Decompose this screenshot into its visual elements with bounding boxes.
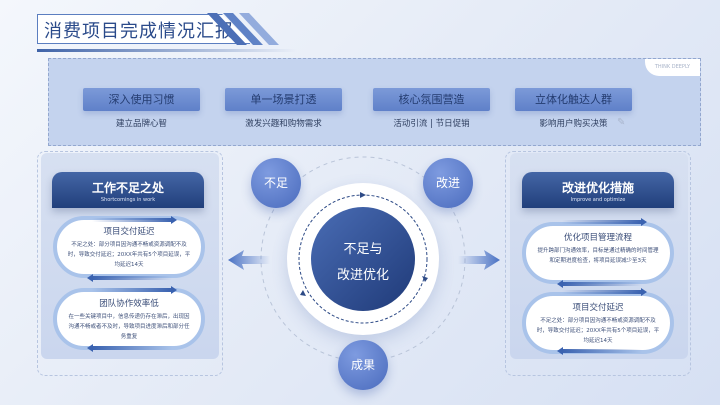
left-panel-frame — [37, 151, 223, 376]
page-title: 消费项目完成情况汇报 — [44, 21, 234, 42]
keyword-button[interactable]: 立体化触达人群 — [515, 88, 632, 111]
right-pointer-arrow — [458, 250, 500, 270]
card-title: 项目交付延迟 — [572, 303, 624, 313]
think-deeply-tag: THINK DEEPLY — [645, 59, 700, 76]
core-title-line2: 改进优化 — [336, 268, 389, 283]
card-description: 在一些关键项目中，信息传递仍存在滞后，出现因沟通不畅或者不及时，导致项目进度滞后… — [68, 314, 190, 340]
left-arrow-icon — [557, 347, 642, 355]
core-circle: 不足与 改进优化 — [311, 207, 415, 311]
right-panel-subheading: Improve and optimize — [570, 197, 626, 203]
card-title: 优化项目管理流程 — [563, 233, 632, 243]
right-arrow-icon — [562, 218, 647, 226]
pen-icon: ✎ — [617, 117, 626, 128]
keyword-button[interactable]: 单一场景打透 — [225, 88, 342, 111]
right-panel-header: 改进优化措施 Improve and optimize — [522, 172, 674, 208]
keyword-button[interactable]: 深入使用习惯 — [83, 88, 200, 111]
card-description: 提升跨部门沟通效率，目标是通过精确的时间管理和定期进度检查，将项目延误减少至3天 — [537, 248, 659, 264]
left-arrow-icon — [87, 274, 172, 282]
right-panel-heading: 改进优化措施 — [561, 181, 634, 195]
cycle-arrowhead — [360, 192, 366, 198]
right-arrow-icon — [92, 216, 177, 224]
title-stripes-decoration — [207, 13, 279, 45]
title-underline — [37, 49, 297, 52]
keyword-subtitle: 活动引流 | 节日促销 — [393, 119, 470, 129]
card-title: 团队协作效率低 — [99, 299, 159, 309]
core-title-line1: 不足与 — [343, 242, 383, 257]
keyword-button[interactable]: 核心氛围营造 — [373, 88, 490, 111]
keyword-subtitle: 建立品牌心智 — [115, 119, 167, 129]
right-arrow-icon — [92, 286, 177, 294]
keyword-banner: THINK DEEPLY 深入使用习惯 建立品牌心智 单一场景打透 激发兴趣和购… — [48, 58, 701, 146]
left-panel-header: 工作不足之处 Shortcomings in work — [52, 172, 204, 208]
node-improve[interactable]: 改进 — [423, 158, 473, 208]
right-card: 项目交付延迟 不足之处：部分项目因沟通不畅或资源调配不及时，导致交付延迟；20X… — [522, 292, 674, 354]
left-panel-heading: 工作不足之处 — [91, 181, 164, 195]
left-arrow-icon — [87, 344, 172, 352]
keyword-subtitle: 激发兴趣和购物需求 — [245, 119, 322, 129]
right-panel-frame — [505, 151, 691, 376]
node-shortcoming[interactable]: 不足 — [251, 158, 301, 208]
right-arrow-icon — [562, 288, 647, 296]
card-title: 项目交付延迟 — [103, 227, 155, 237]
node-result[interactable]: 成果 — [338, 340, 388, 390]
cycle-arrowhead — [300, 290, 306, 296]
card-description: 不足之处：部分项目因沟通不畅或资源调配不及时，导致交付延迟；20XX年共有5个项… — [536, 318, 660, 344]
left-panel-subheading: Shortcomings in work — [100, 197, 156, 203]
right-card: 优化项目管理流程 提升跨部门沟通效率，目标是通过精确的时间管理和定期进度检查，将… — [522, 222, 674, 284]
left-pointer-arrow — [228, 250, 270, 270]
card-description: 不足之处：部分项目因沟通不畅或资源调配不及时，导致交付延迟；20XX年共有5个项… — [67, 242, 191, 268]
left-arrow-icon — [557, 280, 642, 288]
cycle-arrowhead — [422, 276, 428, 282]
keyword-subtitle: 影响用户购买决策 — [539, 119, 608, 129]
